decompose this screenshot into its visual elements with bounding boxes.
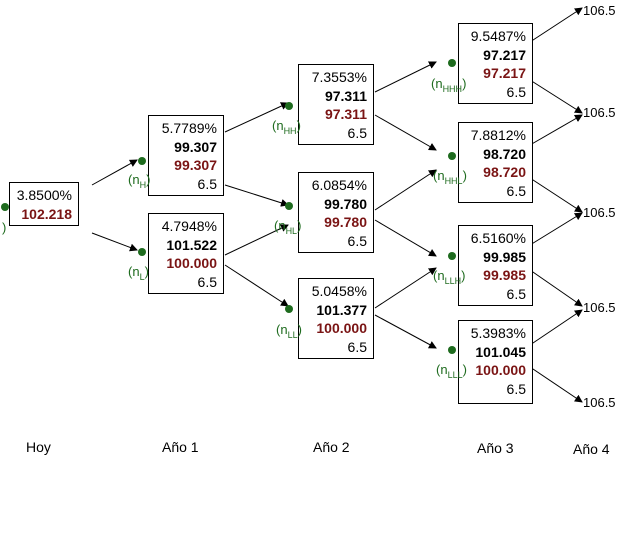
node-rate: 3.8500%: [16, 187, 72, 203]
final-value: 106.5: [583, 3, 616, 18]
node-value: 100.000: [475, 362, 526, 378]
node-rate: 9.5487%: [470, 28, 526, 44]
arrow: [374, 114, 437, 151]
arrow: [529, 366, 583, 403]
node-rate: 7.8812%: [470, 127, 526, 143]
arrow: [374, 61, 437, 93]
node-label-HHH: (nHHH): [431, 76, 467, 94]
node-label-LL: (nLL): [276, 322, 302, 340]
node-L: 4.7948% 101.522 100.000 6.5: [148, 213, 224, 294]
node-HL: 6.0854% 99.780 99.780 6.5: [298, 172, 374, 253]
node-coupon: 6.5: [506, 380, 526, 397]
node-label-LLH: (nLLH): [433, 268, 466, 286]
node-value: 100.000: [166, 255, 217, 271]
node-value: 99.780: [324, 214, 367, 230]
node-coupon: 6.5: [197, 175, 217, 192]
node-value: 99.307: [174, 157, 217, 173]
node-price: 97.217: [483, 46, 526, 63]
node-dot-LLH: [448, 252, 456, 260]
arrow: [91, 232, 138, 252]
arrow: [529, 7, 583, 43]
node-coupon: 6.5: [347, 124, 367, 141]
node-value: 97.217: [483, 65, 526, 81]
node-price: 101.045: [475, 343, 526, 360]
node-H: 5.7789% 99.307 99.307 6.5: [148, 115, 224, 196]
node-coupon: 6.5: [197, 273, 217, 290]
node-dot-root: [1, 203, 9, 211]
node-label-root: ): [2, 220, 7, 235]
node-dot-L: [138, 248, 146, 256]
node-dot-HH: [285, 102, 293, 110]
node-value: 97.311: [324, 106, 367, 122]
node-price: 98.720: [483, 145, 526, 162]
node-value: 102.218: [21, 205, 72, 222]
node-LL: 5.0458% 101.377 100.000 6.5: [298, 278, 374, 359]
final-value: 106.5: [583, 395, 616, 410]
period-label: Año 4: [573, 441, 610, 457]
arrow: [224, 102, 289, 133]
arrow: [91, 159, 138, 186]
node-label-HHL: (nHHL): [433, 168, 467, 186]
node-dot-LL: [285, 305, 293, 313]
node-value: 100.000: [316, 320, 367, 336]
period-label: Año 1: [162, 439, 199, 455]
node-LLL: 5.3983% 101.045 100.000 6.5: [458, 320, 533, 404]
node-dot-H: [138, 157, 146, 165]
arrow: [224, 184, 289, 207]
arrow: [529, 269, 583, 307]
arrow: [374, 267, 437, 309]
node-coupon: 6.5: [347, 338, 367, 355]
final-value: 106.5: [583, 205, 616, 220]
node-rate: 6.5160%: [470, 230, 526, 246]
node-dot-LLL: [448, 346, 456, 354]
node-HH: 7.3553% 97.311 97.311 6.5: [298, 64, 374, 145]
node-dot-HHH: [448, 59, 456, 67]
arrow: [529, 114, 583, 146]
arrow: [224, 224, 289, 256]
node-price: 99.985: [483, 248, 526, 265]
arrow: [224, 264, 289, 307]
node-price: 101.377: [316, 301, 367, 318]
node-coupon: 6.5: [506, 285, 526, 302]
node-label-HL: (nHL): [274, 218, 302, 236]
node-label-HH: (nHH): [272, 118, 301, 136]
node-rate: 5.7789%: [161, 120, 217, 136]
node-rate: 4.7948%: [161, 218, 217, 234]
period-label: Hoy: [26, 439, 51, 455]
node-rate: 7.3553%: [311, 69, 367, 85]
node-rate: 6.0854%: [311, 177, 367, 193]
node-price: 99.780: [324, 195, 367, 212]
arrow: [374, 314, 437, 349]
node-HHL: 7.8812% 98.720 98.720 6.5: [458, 122, 533, 203]
final-value: 106.5: [583, 300, 616, 315]
node-price: 101.522: [166, 236, 217, 253]
node-coupon: 6.5: [347, 232, 367, 249]
node-rate: 5.3983%: [470, 325, 526, 341]
node-HHH: 9.5487% 97.217 97.217 6.5: [458, 23, 533, 104]
node-dot-HHL: [448, 152, 456, 160]
arrow: [529, 309, 583, 346]
arrow: [374, 169, 437, 211]
node-value: 98.720: [483, 164, 526, 180]
node-label-H: (nH): [128, 172, 151, 190]
node-label-LLL: (nLLL): [436, 362, 467, 380]
node-rate: 5.0458%: [311, 283, 367, 299]
arrow: [529, 79, 583, 114]
node-price: 99.307: [174, 138, 217, 155]
arrow: [529, 177, 583, 213]
final-value: 106.5: [583, 105, 616, 120]
arrow: [529, 212, 583, 246]
arrow: [374, 219, 437, 257]
node-LLH: 6.5160% 99.985 99.985 6.5: [458, 225, 533, 306]
node-root: 3.8500% 102.218: [9, 182, 79, 226]
node-price: 97.311: [324, 87, 367, 104]
period-label: Año 3: [477, 440, 514, 456]
node-coupon: 6.5: [506, 83, 526, 100]
node-label-L: (nL): [128, 264, 149, 282]
node-value: 99.985: [483, 267, 526, 283]
period-label: Año 2: [313, 439, 350, 455]
node-coupon: 6.5: [506, 182, 526, 199]
node-dot-HL: [285, 202, 293, 210]
